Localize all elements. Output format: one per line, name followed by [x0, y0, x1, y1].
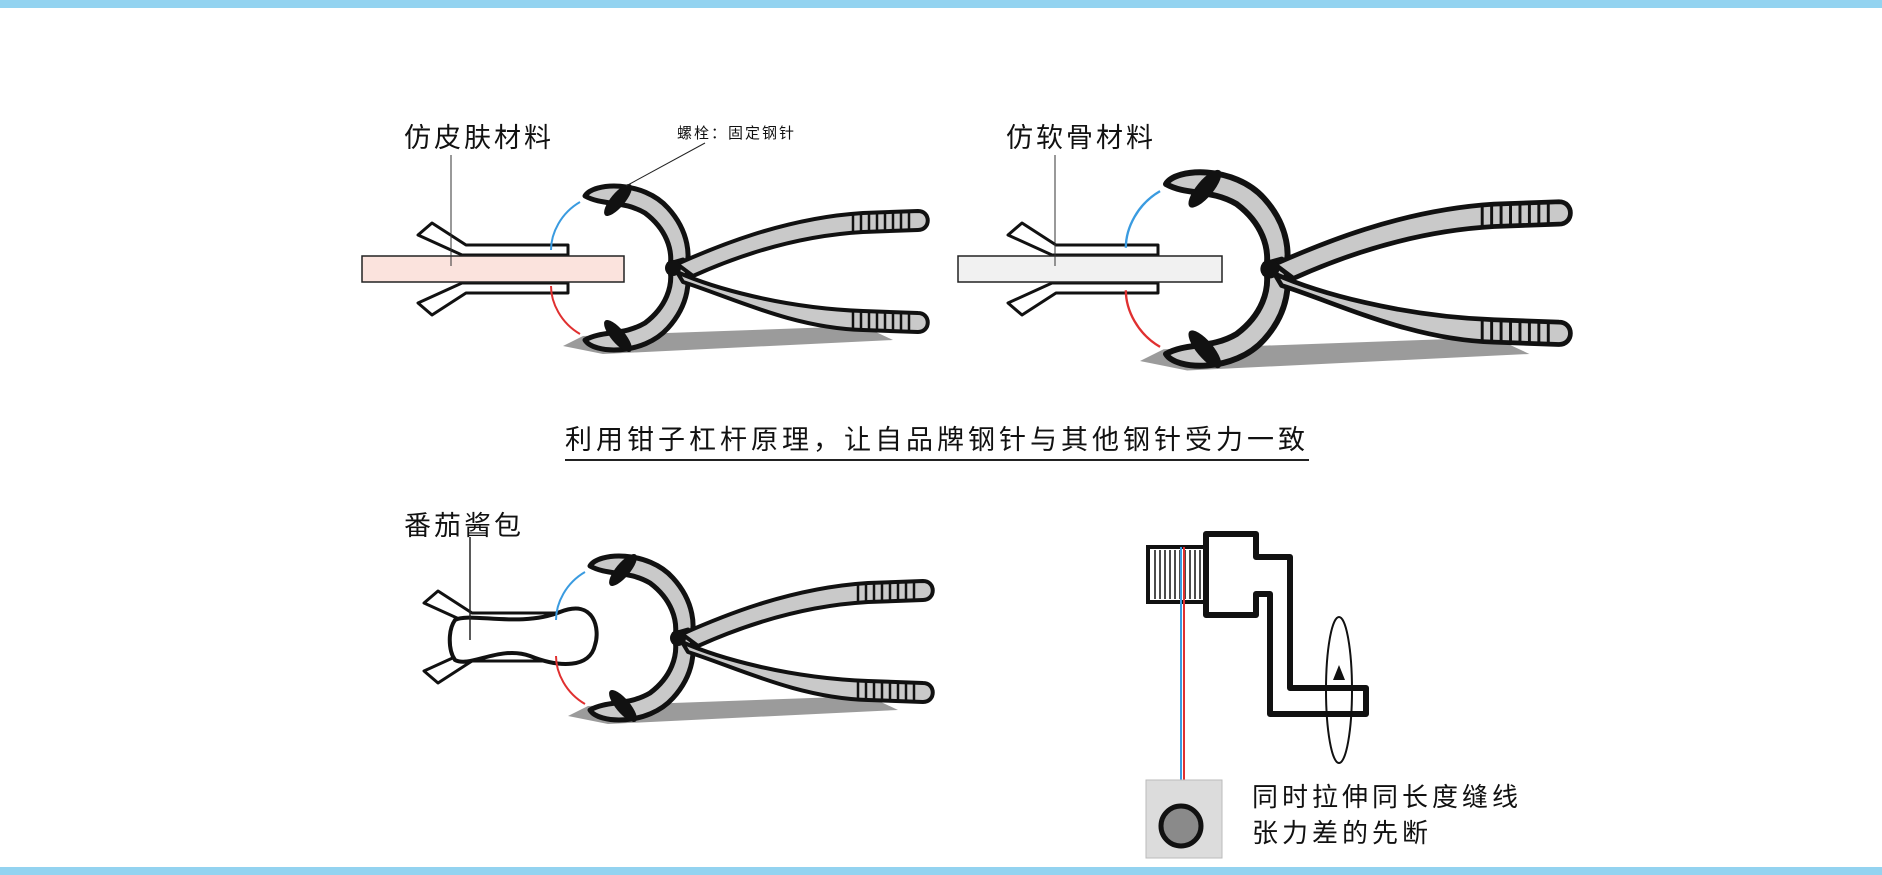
- tension-note: 同时拉伸同长度缝线 张力差的先断: [1252, 780, 1522, 852]
- crank-tension-diagram: [1145, 531, 1369, 859]
- cartilage-material-label: 仿软骨材料: [1006, 123, 1156, 154]
- weight-roller: [1158, 803, 1204, 849]
- ketchup-packet-label: 番茄酱包: [404, 511, 524, 542]
- pliers-ketchup-diagram: [422, 537, 933, 726]
- tension-note-line-1: 同时拉伸同长度缝线: [1252, 783, 1523, 813]
- principle-caption: 利用钳子杠杆原理，让自品牌钢针与其他钢针受力一致: [565, 418, 1309, 461]
- top-border-bar: [0, 0, 1882, 8]
- bolt-label-leader: [625, 142, 706, 187]
- thread-spool-block: [1146, 545, 1208, 604]
- skin-material-bar: [361, 255, 625, 283]
- rotation-arrow-icon: [1325, 616, 1353, 764]
- skin-material-label: 仿皮肤材料: [404, 123, 554, 154]
- crank-handle: [1203, 531, 1369, 717]
- bolt-note-label: 螺栓：固定钢针: [677, 124, 797, 142]
- cartilage-material-bar: [957, 255, 1223, 283]
- pliers-cartilage-diagram: [957, 155, 1570, 373]
- tension-note-line-2: 张力差的先断: [1252, 819, 1433, 849]
- pliers-3: [556, 550, 933, 726]
- bottom-border-bar: [0, 867, 1882, 875]
- pliers-skin-diagram: [361, 142, 928, 356]
- ketchup-packet-shape: [447, 606, 599, 666]
